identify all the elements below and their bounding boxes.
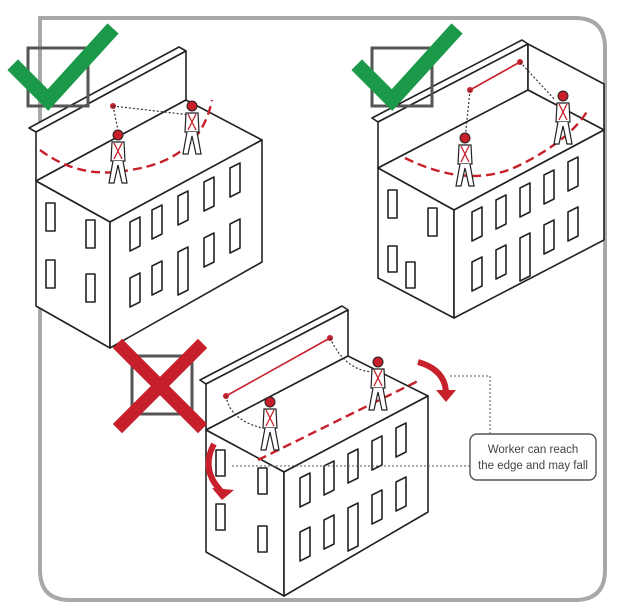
callout-line-2: the edge and may fall [478, 460, 588, 472]
building-top-left [28, 46, 263, 349]
worker-icon [553, 90, 573, 145]
restraint-arc [39, 99, 214, 174]
roof-edge-line [257, 378, 421, 462]
fall-arrow-icon [205, 442, 234, 500]
restraint-arc [404, 109, 590, 178]
background-frame [38, 16, 607, 602]
checkmark-icon [351, 23, 463, 111]
worker-icon [108, 129, 128, 184]
building-bottom [199, 305, 429, 597]
fall-arrow-icon [417, 359, 456, 402]
worker-icon [455, 132, 475, 187]
building-top-right [371, 39, 605, 319]
worker-icon [182, 100, 202, 155]
worker-icon [260, 396, 280, 451]
lifeline-top-right [404, 59, 590, 178]
worker-icon [368, 356, 388, 411]
cross-icon [112, 338, 208, 434]
callout-leader [232, 375, 491, 467]
lifeline-bottom [223, 335, 421, 462]
checkmark-icon [7, 23, 119, 111]
callout-line-1: Worker can reach [488, 444, 579, 456]
callout-box: Worker can reach the edge and may fall [469, 433, 597, 481]
